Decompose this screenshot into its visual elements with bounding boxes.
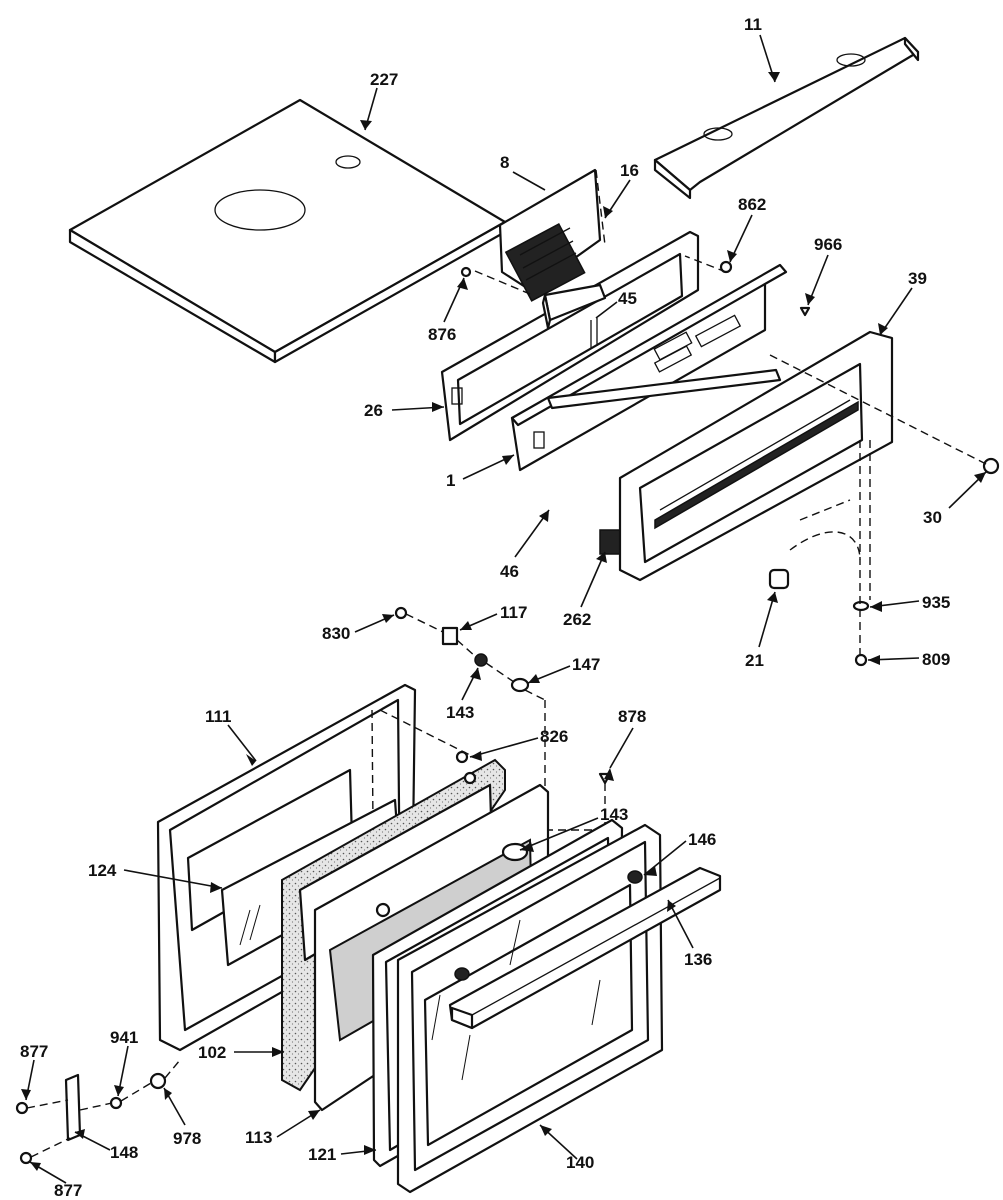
- part-label: 102: [198, 1043, 226, 1062]
- part-label: 227: [370, 70, 398, 89]
- upper-guide-lines: [474, 169, 991, 655]
- part-label: 809: [922, 650, 950, 669]
- part-label: 136: [684, 950, 712, 969]
- part-label: 111: [205, 707, 232, 726]
- part-label: 826: [540, 727, 568, 746]
- part-label: 876: [428, 325, 456, 344]
- part-label: 1: [446, 471, 455, 490]
- part-label: 148: [110, 1143, 138, 1162]
- door-handle: [448, 866, 722, 1030]
- part-label: 30: [923, 508, 942, 527]
- part-label: 143: [600, 805, 628, 824]
- part-label: 262: [563, 610, 591, 629]
- knob: [768, 568, 790, 590]
- part-label: 978: [173, 1129, 201, 1148]
- part-label: 877: [20, 1042, 48, 1061]
- arrowheads: [21, 72, 986, 1171]
- top-panel: [68, 98, 507, 364]
- part-label: 16: [620, 161, 639, 180]
- control-panel-frame: [440, 230, 700, 442]
- part-label: 11: [744, 15, 762, 34]
- part-label: 877: [54, 1181, 82, 1200]
- part-label: 45: [618, 289, 637, 308]
- part-label: 966: [814, 235, 842, 254]
- part-label: 140: [566, 1153, 594, 1172]
- part-label: 862: [738, 195, 766, 214]
- switch-bracket: [498, 168, 602, 302]
- top-rear-bracket: [653, 36, 920, 200]
- part-labels: 11 227 8 16 862 966 39 876 45 26 1 30 46…: [20, 15, 950, 1200]
- part-label: 935: [922, 593, 950, 612]
- part-label: 830: [322, 624, 350, 643]
- trim-strip: [510, 263, 788, 427]
- part-label: 113: [245, 1128, 272, 1147]
- control-housing: [618, 330, 894, 582]
- part-label: 147: [572, 655, 600, 674]
- part-label: 121: [308, 1145, 336, 1164]
- part-label: 46: [500, 562, 519, 581]
- part-label: 124: [88, 861, 117, 880]
- part-label: 39: [908, 269, 927, 288]
- part-label: 8: [500, 153, 509, 172]
- part-label: 878: [618, 707, 646, 726]
- fasteners-upper: [460, 260, 1000, 667]
- part-label: 26: [364, 401, 383, 420]
- part-label: 117: [500, 603, 527, 622]
- part-label: 143: [446, 703, 474, 722]
- part-label: 146: [688, 830, 716, 849]
- lower-left-hardware: [15, 1059, 181, 1165]
- outer-door-frame: [396, 823, 664, 1194]
- end-cap: [541, 283, 607, 330]
- part-label: 941: [110, 1028, 138, 1047]
- part-label: 21: [745, 651, 764, 670]
